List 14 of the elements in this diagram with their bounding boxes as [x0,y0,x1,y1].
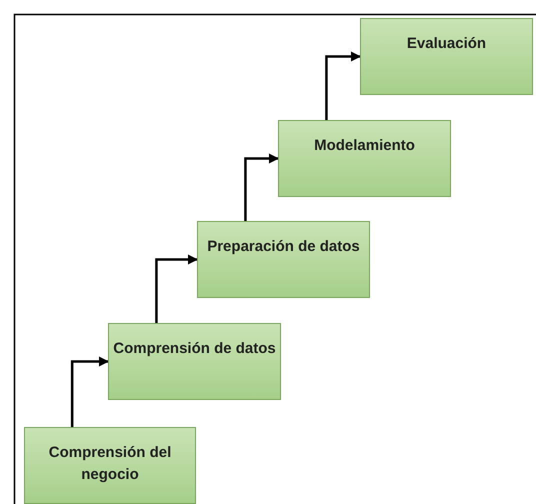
step-label: Preparación de datos [207,237,360,257]
arrow [70,356,109,427]
step-label: Evaluación [406,34,486,54]
step-label: Comprensión del negocio [48,443,172,485]
process-box [360,18,533,95]
arrow [244,154,279,221]
arrow [155,254,198,323]
arrow [325,52,361,120]
process-box [108,323,281,400]
process-box [197,221,370,298]
process-box [278,120,451,197]
step-label: Comprensión de datos [113,339,276,359]
process-box [24,427,196,504]
step-label: Modelamiento [314,136,415,156]
